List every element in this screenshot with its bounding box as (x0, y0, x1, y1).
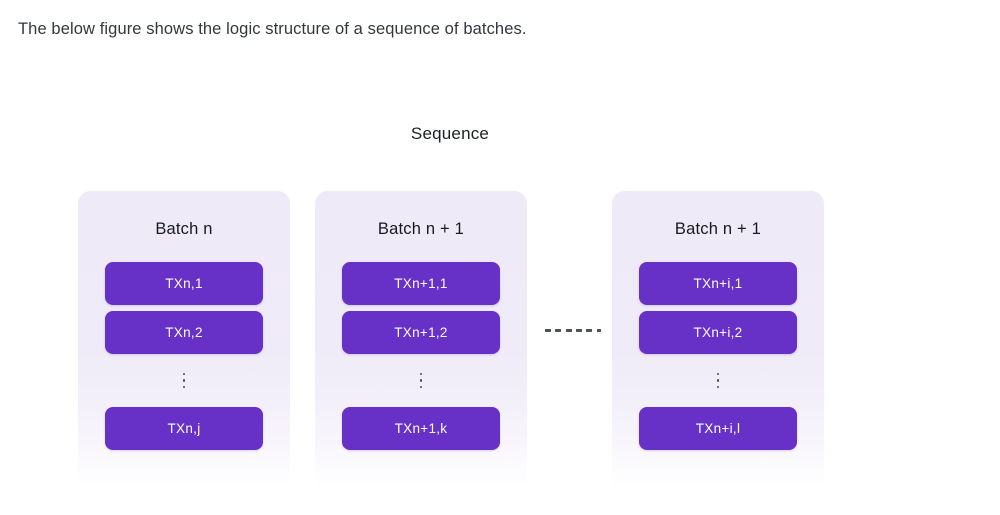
figure-title: Sequence (410, 124, 490, 143)
transaction-box: TXn+i,1 (639, 262, 797, 305)
vertical-ellipsis-icon (342, 360, 500, 401)
transaction-stack: TXn+i,1 TXn+i,2 TXn+i,l (639, 262, 797, 456)
transaction-box: TXn,1 (105, 262, 263, 305)
vertical-ellipsis-icon (639, 360, 797, 401)
connector-dash (555, 329, 562, 332)
batch-title: Batch n + 1 (377, 220, 465, 238)
ellipsis-dot (419, 372, 423, 376)
transaction-box: TXn+i,2 (639, 311, 797, 354)
ellipsis-dot (716, 372, 720, 376)
dashed-connector-icon (545, 329, 601, 332)
connector-dash (576, 329, 582, 332)
connector-dash (565, 329, 572, 332)
vertical-ellipsis-icon (105, 360, 263, 401)
transaction-box: TXn,j (105, 407, 263, 450)
ellipsis-dot (182, 372, 186, 376)
transaction-box: TXn+1,k (342, 407, 500, 450)
transaction-box: TXn+1,2 (342, 311, 500, 354)
transaction-box: TXn,2 (105, 311, 263, 354)
ellipsis-dot (419, 379, 423, 382)
transaction-box: TXn+i,l (639, 407, 797, 450)
transaction-box: TXn+1,1 (342, 262, 500, 305)
ellipsis-dot (419, 385, 423, 389)
transaction-stack: TXn+1,1 TXn+1,2 TXn+1,k (342, 262, 500, 456)
ellipsis-dot (182, 385, 186, 389)
ellipsis-dot (716, 379, 720, 382)
connector-dash (586, 329, 593, 332)
intro-text: The below figure shows the logic structu… (18, 20, 527, 38)
transaction-stack: TXn,1 TXn,2 TXn,j (105, 262, 263, 456)
batch-card: Batch n + 1 TXn+1,1 TXn+1,2 TXn+1,k (315, 190, 527, 490)
batch-card: Batch n TXn,1 TXn,2 TXn,j (78, 190, 290, 490)
connector-dash (596, 329, 601, 332)
batch-card: Batch n + 1 TXn+i,1 TXn+i,2 TXn+i,l (612, 190, 824, 490)
connector-dash (545, 329, 551, 332)
ellipsis-dot (716, 385, 720, 389)
batch-title: Batch n (155, 220, 213, 238)
ellipsis-dot (182, 379, 186, 382)
batch-title: Batch n + 1 (674, 220, 762, 238)
